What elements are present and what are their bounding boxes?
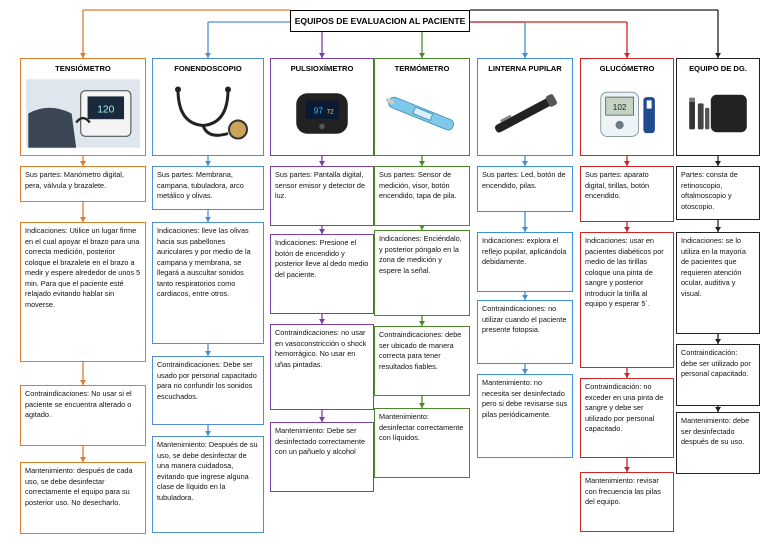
arrow-head bbox=[319, 417, 325, 422]
maintenance-box: Mantenimiento: Después de su uso, se deb… bbox=[152, 436, 264, 533]
arrow-head bbox=[522, 161, 528, 166]
parts-box: Sus partes: Sensor de medición, visor, b… bbox=[374, 166, 470, 226]
arrow-head bbox=[319, 319, 325, 324]
arrow-head bbox=[522, 295, 528, 300]
indications-box: Indicaciones: Enciéndalo, y posterior pó… bbox=[374, 230, 470, 316]
arrow-head bbox=[319, 229, 325, 234]
contraindications-box: Contraindicaciones: no usar en vasoconst… bbox=[270, 324, 374, 410]
arrow-head bbox=[205, 161, 211, 166]
arrow-head bbox=[205, 53, 211, 58]
arrow-head bbox=[419, 225, 425, 230]
arrow-head bbox=[205, 431, 211, 436]
maintenance-box: Mantenimiento: revisar con frecuencia la… bbox=[580, 472, 674, 532]
arrow-head bbox=[205, 217, 211, 222]
arrow-head bbox=[522, 53, 528, 58]
arrow-head bbox=[80, 217, 86, 222]
arrow-head bbox=[319, 161, 325, 166]
svg-text:72: 72 bbox=[327, 109, 335, 116]
equipment-title: FONENDOSCOPIO bbox=[174, 64, 242, 73]
arrow-head bbox=[624, 373, 630, 378]
parts-box: Sus partes: Membrana, campana, tubulador… bbox=[152, 166, 264, 210]
maintenance-box: Mantenimiento: no necesita ser desinfect… bbox=[477, 374, 573, 458]
arrow-head bbox=[715, 227, 721, 232]
equipment-title: EQUIPO DE DG. bbox=[689, 64, 747, 73]
parts-box: Partes: consta de retinoscopio, oftalmos… bbox=[676, 166, 760, 220]
indications-box: Indicaciones: explora el reflejo pupilar… bbox=[477, 232, 573, 292]
maintenance-box: Mantenimiento: debe ser desinfectado des… bbox=[676, 412, 760, 474]
equipment-header: LINTERNA PUPILAR bbox=[477, 58, 573, 156]
parts-box: Sus partes: aparato digital, tirillas, b… bbox=[580, 166, 674, 222]
indications-box: Indicaciones: Utilice un lugar firme en … bbox=[20, 222, 146, 362]
arrow-head bbox=[319, 53, 325, 58]
contraindications-box: Contraindicaciones: Debe ser usado por p… bbox=[152, 356, 264, 425]
contraindications-box: Contraindicación: no exceder en una pint… bbox=[580, 378, 674, 458]
glucometer-icon: 102 bbox=[586, 77, 668, 150]
equipment-title: GLUCÓMETRO bbox=[599, 64, 655, 73]
contraindications-box: Contraindicaciones: No usar si el pacien… bbox=[20, 385, 146, 446]
arrow-head bbox=[522, 227, 528, 232]
penlight-icon bbox=[483, 77, 567, 150]
arrow-head bbox=[522, 369, 528, 374]
maintenance-box: Mantenimiento: desinfectar correctamente… bbox=[374, 408, 470, 478]
contraindications-box: Contraindicaciones: debe ser ubicado de … bbox=[374, 326, 470, 396]
arrow-head bbox=[715, 161, 721, 166]
parts-box: Sus partes: Led, botón de encendido, pil… bbox=[477, 166, 573, 212]
maintenance-box: Mantenimiento: Debe ser desinfectado cor… bbox=[270, 422, 374, 492]
maintenance-box: Mantenimiento: después de cada uso, se d… bbox=[20, 462, 146, 534]
arrow-head bbox=[715, 339, 721, 344]
arrow-head bbox=[624, 467, 630, 472]
arrow-head bbox=[419, 403, 425, 408]
equipment-title: TERMÓMETRO bbox=[394, 64, 450, 73]
equipment-header: FONENDOSCOPIO bbox=[152, 58, 264, 156]
arrow-head bbox=[624, 161, 630, 166]
arrow-head bbox=[80, 380, 86, 385]
contraindications-box: Contraindicaciones: no utilizar cuando e… bbox=[477, 300, 573, 364]
equipment-header: TENSIÓMETRO 120 bbox=[20, 58, 146, 156]
svg-text:120: 120 bbox=[97, 104, 114, 115]
arrow-head bbox=[419, 161, 425, 166]
equipment-header: GLUCÓMETRO 102 bbox=[580, 58, 674, 156]
indications-box: Indicaciones: Presione el botón de encen… bbox=[270, 234, 374, 314]
stethoscope-icon bbox=[158, 77, 258, 150]
arrow-head bbox=[80, 53, 86, 58]
arrow-head bbox=[419, 53, 425, 58]
equipment-title: LINTERNA PUPILAR bbox=[488, 64, 562, 73]
blood-pressure-monitor-icon: 120 bbox=[26, 77, 140, 150]
parts-box: Sus partes: Pantalla digital, sensor emi… bbox=[270, 166, 374, 226]
arrow-head bbox=[205, 351, 211, 356]
indications-box: Indicaciones: usar en pacientes diabétic… bbox=[580, 232, 674, 368]
arrow-head bbox=[715, 407, 721, 412]
indications-box: Indicaciones: se lo utiliza en la mayorí… bbox=[676, 232, 760, 334]
arrow-head bbox=[715, 53, 721, 58]
arrow-head bbox=[80, 457, 86, 462]
indications-box: Indicaciones: lleve las olivas hacia sus… bbox=[152, 222, 264, 344]
arrow-head bbox=[419, 321, 425, 326]
arrow-head bbox=[80, 161, 86, 166]
contraindications-box: Contraindicación: debe ser utilizado por… bbox=[676, 344, 760, 406]
arrow-head bbox=[624, 53, 630, 58]
diagnostic-set-icon bbox=[682, 77, 754, 150]
equipment-header: TERMÓMETRO bbox=[374, 58, 470, 156]
arrow-head bbox=[624, 227, 630, 232]
page-title: EQUIPOS DE EVALUACION AL PACIENTE bbox=[290, 10, 470, 32]
svg-text:102: 102 bbox=[613, 103, 627, 112]
thermometer-icon bbox=[380, 77, 464, 150]
equipment-title: TENSIÓMETRO bbox=[55, 64, 111, 73]
svg-text:97: 97 bbox=[314, 107, 324, 116]
equipment-header: EQUIPO DE DG. bbox=[676, 58, 760, 156]
parts-box: Sus partes: Manómetro digital, pera, vál… bbox=[20, 166, 146, 202]
equipment-title: PULSIOXÍMETRO bbox=[290, 64, 354, 73]
